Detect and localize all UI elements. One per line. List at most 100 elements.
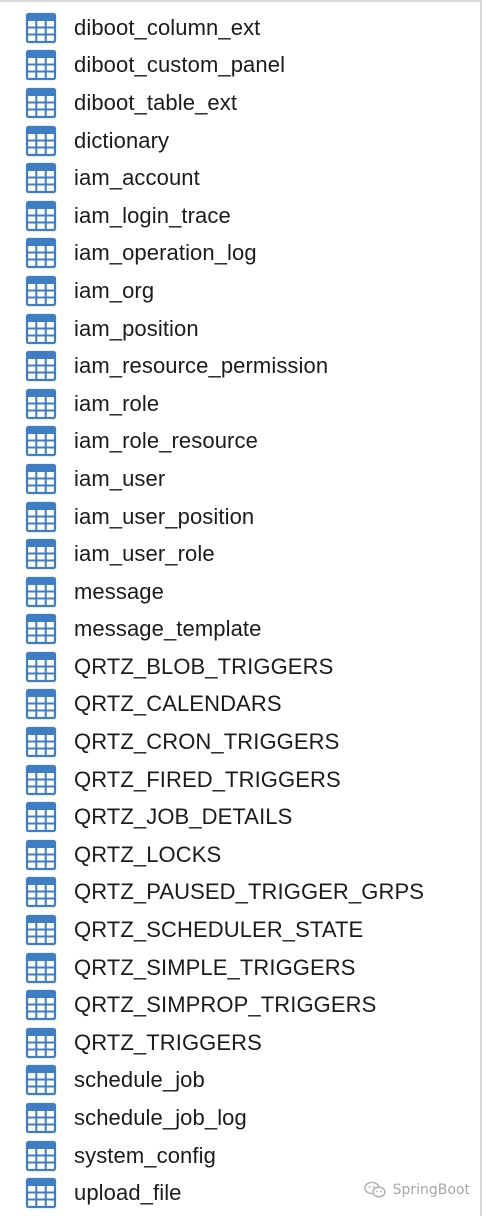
table-name: iam_org bbox=[74, 277, 155, 303]
table-icon bbox=[25, 163, 57, 194]
table-list-item[interactable]: QRTZ_SIMPROP_TRIGGERS bbox=[0, 986, 480, 1024]
table-name: iam_resource_permission bbox=[74, 353, 329, 379]
table-icon bbox=[25, 651, 57, 682]
table-name: iam_role_resource bbox=[74, 428, 258, 454]
table-list-item[interactable]: QRTZ_JOB_DETAILS bbox=[0, 798, 480, 836]
table-icon bbox=[25, 539, 57, 570]
table-icon bbox=[25, 50, 57, 81]
table-icon bbox=[25, 87, 57, 119]
table-name: system_config bbox=[74, 1142, 216, 1168]
table-icon bbox=[25, 764, 57, 795]
table-list-item[interactable]: iam_position bbox=[0, 310, 480, 348]
table-name: dictionary bbox=[74, 127, 170, 153]
table-name: diboot_table_ext bbox=[74, 89, 238, 115]
table-icon bbox=[25, 1140, 57, 1171]
table-icon bbox=[25, 952, 57, 983]
table-list-item[interactable]: QRTZ_BLOB_TRIGGERS bbox=[0, 648, 480, 686]
table-icon bbox=[25, 1102, 57, 1134]
table-list-item[interactable]: iam_user bbox=[0, 460, 480, 498]
table-name: QRTZ_FIRED_TRIGGERS bbox=[74, 766, 341, 792]
table-list-item[interactable]: QRTZ_CRON_TRIGGERS bbox=[0, 723, 480, 761]
table-list-item[interactable]: diboot_column_ext bbox=[0, 9, 480, 47]
table-name: diboot_column_ext bbox=[74, 14, 261, 40]
table-list-item[interactable]: system_config bbox=[0, 1137, 480, 1175]
table-icon bbox=[25, 1065, 57, 1096]
wechat-icon bbox=[363, 1181, 386, 1198]
table-name: schedule_job_log bbox=[74, 1105, 247, 1131]
table-list-item[interactable]: iam_operation_log bbox=[0, 235, 480, 273]
table-icon bbox=[25, 12, 57, 43]
table-list-item[interactable]: iam_login_trace bbox=[0, 197, 480, 235]
table-list-item[interactable]: iam_user_role bbox=[0, 535, 480, 573]
table-name: QRTZ_CALENDARS bbox=[74, 691, 282, 717]
table-name: schedule_job bbox=[74, 1067, 205, 1093]
table-list-item[interactable]: iam_role bbox=[0, 385, 480, 423]
table-icon bbox=[25, 726, 57, 758]
table-name: iam_account bbox=[74, 165, 200, 191]
table-name: iam_operation_log bbox=[74, 240, 257, 266]
table-icon bbox=[25, 275, 57, 307]
table-list-item[interactable]: iam_role_resource bbox=[0, 423, 480, 461]
table-name: QRTZ_JOB_DETAILS bbox=[74, 804, 293, 830]
table-name: iam_role bbox=[74, 390, 160, 416]
table-list-item[interactable]: iam_account bbox=[0, 159, 480, 197]
table-name: QRTZ_SCHEDULER_STATE bbox=[74, 917, 364, 943]
table-name: upload_file bbox=[74, 1180, 182, 1206]
table-name: QRTZ_PAUSED_TRIGGER_GRPS bbox=[74, 879, 424, 905]
table-name: iam_login_trace bbox=[74, 202, 231, 228]
table-name: QRTZ_CRON_TRIGGERS bbox=[74, 729, 340, 755]
table-icon bbox=[25, 238, 57, 269]
table-name: iam_user_role bbox=[74, 541, 215, 567]
watermark-text: SpringBoot bbox=[392, 1182, 470, 1198]
table-name: QRTZ_SIMPLE_TRIGGERS bbox=[74, 954, 356, 980]
table-list-item[interactable]: upload_file bbox=[0, 1174, 480, 1212]
table-icon bbox=[25, 463, 57, 495]
table-icon bbox=[25, 877, 57, 908]
table-list-item[interactable]: QRTZ_CALENDARS bbox=[0, 686, 480, 724]
table-list-item[interactable]: QRTZ_FIRED_TRIGGERS bbox=[0, 761, 480, 799]
table-name: QRTZ_BLOB_TRIGGERS bbox=[74, 653, 334, 679]
table-icon bbox=[25, 200, 57, 231]
table-list-item[interactable]: message_template bbox=[0, 611, 480, 649]
table-list-item[interactable]: QRTZ_TRIGGERS bbox=[0, 1024, 480, 1062]
table-list-item[interactable]: iam_org bbox=[0, 272, 480, 310]
table-list-item[interactable]: dictionary bbox=[0, 122, 480, 160]
table-icon bbox=[25, 614, 57, 645]
table-icon bbox=[25, 1027, 57, 1058]
table-name: QRTZ_LOCKS bbox=[74, 841, 222, 867]
table-name: QRTZ_SIMPROP_TRIGGERS bbox=[74, 992, 377, 1018]
table-list-item[interactable]: diboot_custom_panel bbox=[0, 47, 480, 85]
table-icon bbox=[25, 1178, 57, 1209]
table-name: QRTZ_TRIGGERS bbox=[74, 1029, 262, 1055]
table-name: message bbox=[74, 578, 164, 604]
table-icon bbox=[25, 501, 57, 532]
table-icon bbox=[25, 914, 57, 946]
table-icon bbox=[25, 689, 57, 720]
table-icon bbox=[25, 802, 57, 833]
table-name: message_template bbox=[74, 616, 262, 642]
table-name: iam_user_position bbox=[74, 503, 255, 529]
table-icon bbox=[25, 125, 57, 156]
table-icon bbox=[25, 313, 57, 344]
table-icon bbox=[25, 576, 57, 607]
table-icon bbox=[25, 839, 57, 870]
table-name: iam_position bbox=[74, 315, 199, 341]
table-list-item[interactable]: QRTZ_SIMPLE_TRIGGERS bbox=[0, 949, 480, 987]
table-list-item[interactable]: diboot_table_ext bbox=[0, 84, 480, 122]
table-list-item[interactable]: iam_resource_permission bbox=[0, 347, 480, 385]
watermark: SpringBoot bbox=[363, 1180, 470, 1200]
table-name: iam_user bbox=[74, 465, 166, 491]
table-name: diboot_custom_panel bbox=[74, 52, 286, 78]
table-icon bbox=[25, 388, 57, 419]
table-list-item[interactable]: iam_user_position bbox=[0, 498, 480, 536]
table-list-item[interactable]: QRTZ_SCHEDULER_STATE bbox=[0, 911, 480, 949]
table-icon bbox=[25, 990, 57, 1021]
table-list-item[interactable]: schedule_job bbox=[0, 1062, 480, 1100]
table-icon bbox=[25, 351, 57, 382]
table-list-item[interactable]: schedule_job_log bbox=[0, 1099, 480, 1137]
table-list-item[interactable]: QRTZ_PAUSED_TRIGGER_GRPS bbox=[0, 874, 480, 912]
table-list-item[interactable]: QRTZ_LOCKS bbox=[0, 836, 480, 874]
table-list-item[interactable]: message bbox=[0, 573, 480, 611]
